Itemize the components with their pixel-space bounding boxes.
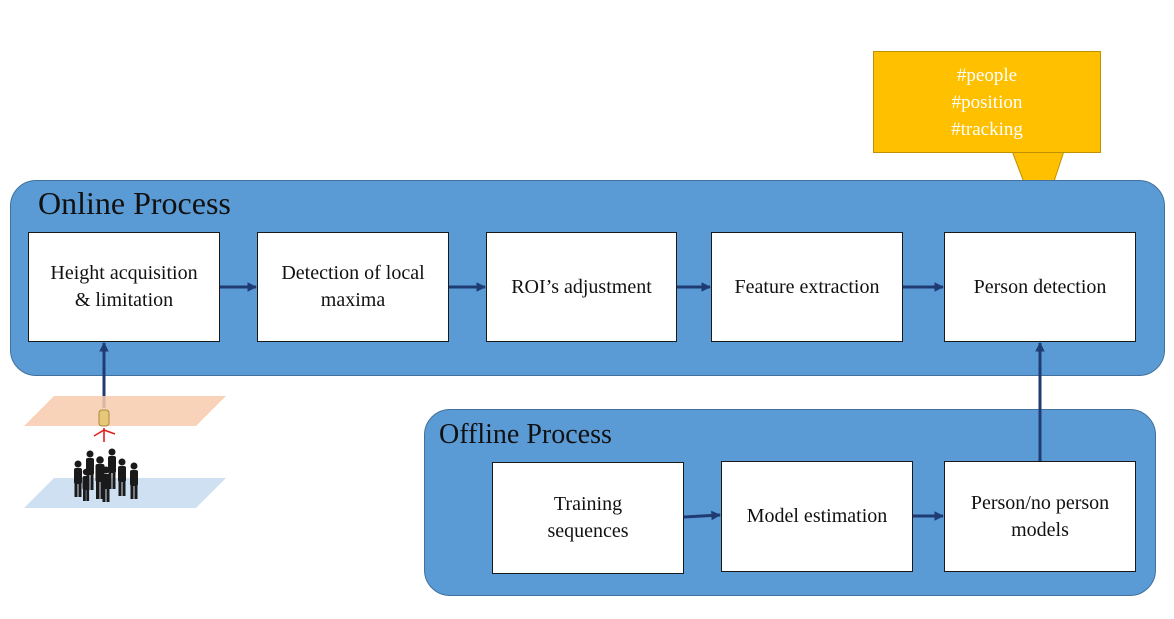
scene-illustration-icon xyxy=(24,396,226,508)
step-height-acquisition: Height acquisition & limitation xyxy=(28,232,220,342)
callout-line-tracking: #tracking xyxy=(951,118,1023,140)
step-person-models-label: Person/no person models xyxy=(970,491,1110,541)
step-local-maxima: Detection of local maxima xyxy=(257,232,449,342)
step-feature-extraction: Feature extraction xyxy=(711,232,903,342)
step-person-detection-label: Person detection xyxy=(973,275,1107,298)
step-height-acquisition-label: Height acquisition & limitation xyxy=(50,262,198,311)
crowd-silhouettes-icon xyxy=(74,448,138,502)
output-callout: #people #position #tracking xyxy=(873,51,1101,153)
step-model-estimation: Model estimation xyxy=(721,461,913,572)
callout-line-people: #people xyxy=(956,64,1018,86)
step-person-models: Person/no person models xyxy=(944,461,1136,572)
step-model-estimation-label: Model estimation xyxy=(746,505,888,527)
step-person-detection: Person detection xyxy=(944,232,1136,342)
camera-icon xyxy=(98,409,110,427)
callout-line-position: #position xyxy=(951,91,1023,113)
arrow-training-to-model xyxy=(683,510,721,521)
step-roi-adjustment-label: ROI’s adjustment xyxy=(511,275,652,298)
offline-process-title: Offline Process xyxy=(439,419,612,450)
step-feature-extraction-label: Feature extraction xyxy=(734,275,880,298)
step-local-maxima-label: Detection of local maxima xyxy=(281,262,425,311)
sensor-plane xyxy=(24,396,226,426)
step-training-sequences: Training sequences xyxy=(492,462,684,574)
step-training-sequences-label: Training sequences xyxy=(547,493,629,542)
online-process-title: Online Process xyxy=(38,185,231,221)
step-roi-adjustment: ROI’s adjustment xyxy=(486,232,677,342)
